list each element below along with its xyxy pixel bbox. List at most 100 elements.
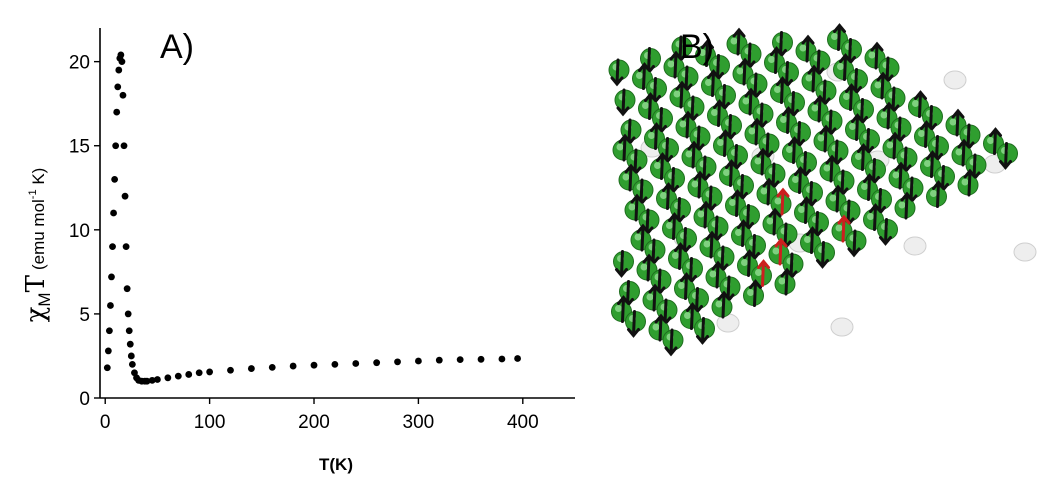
spin-arrow [686, 302, 699, 330]
atom-highlight [660, 192, 667, 199]
spin-arrow [782, 106, 795, 134]
data-point-0-51 [498, 355, 506, 363]
spin-arrow [801, 34, 815, 63]
atom-highlight [786, 146, 793, 153]
atom-highlight [754, 157, 762, 165]
spin-arrow [743, 249, 756, 277]
y-tick-label-1: 5 [79, 305, 90, 326]
spin-arrow [713, 99, 726, 127]
atom-highlight [805, 74, 813, 82]
spin-arrow [664, 328, 678, 357]
spin-arrow [669, 50, 683, 79]
y-axis-temperature: T [21, 274, 51, 292]
spin-arrow [957, 138, 971, 167]
spin-arrow [857, 143, 870, 171]
atom-highlight [760, 187, 768, 195]
atom-highlight [892, 171, 900, 179]
atom-highlight [705, 79, 712, 86]
spin-arrow [737, 219, 750, 247]
data-point-0-0 [103, 364, 111, 372]
spin-arrow [656, 152, 669, 180]
data-point-0-21 [125, 327, 133, 335]
atom-highlight [679, 120, 687, 128]
spin-arrow [926, 150, 939, 178]
spin-arrow [744, 87, 758, 116]
data-point-0-31 [148, 376, 156, 384]
spin-arrow [711, 260, 725, 289]
panel-b-label: B) [680, 28, 714, 66]
data-point-0-23 [127, 352, 135, 360]
lattice-atoms [608, 23, 1018, 357]
lattice-atom [926, 180, 947, 208]
data-point-0-11 [115, 66, 123, 74]
spin-arrow [674, 242, 687, 270]
spin-arrow-highlight [757, 259, 770, 287]
spin-arrow [636, 223, 650, 252]
data-point-0-13 [117, 51, 125, 59]
atom-highlight [823, 164, 831, 172]
data-point-0-4 [108, 273, 115, 281]
data-point-0-37 [206, 368, 214, 376]
spin-arrow [888, 131, 902, 160]
atom-highlight [742, 97, 750, 105]
x-tick-label-0: 0 [100, 412, 111, 433]
data-point-0-2 [105, 327, 113, 335]
spin-arrow [788, 136, 801, 164]
atom-highlight [748, 127, 756, 135]
y-axis-units-superscript: -1 [27, 189, 39, 199]
data-point-0-34 [174, 372, 182, 380]
data-point-0-32 [154, 376, 161, 383]
spin-arrow [731, 189, 744, 217]
atom-highlight [652, 323, 660, 331]
data-point-0-22 [126, 340, 134, 348]
atom-highlight [799, 44, 807, 52]
spin-arrow [807, 64, 821, 93]
data-point-0-7 [111, 175, 119, 183]
spin-arrow [705, 230, 719, 259]
y-tick-label-0: 0 [79, 389, 90, 410]
lattice-atom [788, 166, 809, 194]
spin-arrow [894, 161, 908, 190]
atom-highlight [672, 252, 679, 259]
atom-highlight [636, 72, 643, 79]
spin-arrow [642, 253, 656, 282]
spin-lattice-illustration: B) [608, 23, 1037, 357]
y-axis-subscript: M [35, 292, 54, 306]
spin-arrow [687, 140, 701, 169]
atom-highlight [898, 201, 906, 209]
spin-arrow [699, 200, 713, 229]
data-point-0-5 [109, 243, 116, 251]
spin-arrow [701, 39, 714, 67]
lattice-atom [770, 187, 792, 216]
atom-highlight [886, 141, 894, 149]
atom-highlight [730, 37, 738, 45]
hydrogen-atom [1013, 242, 1037, 262]
atom-highlight [747, 289, 754, 296]
atom-highlight [829, 194, 837, 202]
lattice-atom [694, 317, 715, 345]
atom-highlight [766, 217, 774, 225]
atom-highlight [717, 139, 724, 146]
spin-arrow [776, 76, 789, 104]
spin-arrow [680, 272, 693, 300]
atom-highlight [615, 305, 622, 312]
y-tick-label-3: 15 [69, 137, 90, 158]
atom-highlight [817, 134, 825, 142]
atom-highlight [646, 293, 654, 301]
atom-highlight [715, 300, 723, 308]
atom-highlight [804, 236, 811, 243]
spin-arrow [876, 71, 890, 100]
panel-a-label: A) [160, 28, 194, 66]
y-axis-units-end: K) [29, 168, 48, 190]
atom-highlight [861, 183, 868, 190]
atom-highlight [987, 137, 994, 144]
atom-highlight [831, 33, 838, 40]
atom-highlight [792, 176, 799, 183]
atom-highlight [924, 160, 931, 167]
data-point-0-15 [119, 91, 127, 99]
hydrogen-atom [943, 70, 967, 90]
atom-highlight [837, 63, 844, 70]
